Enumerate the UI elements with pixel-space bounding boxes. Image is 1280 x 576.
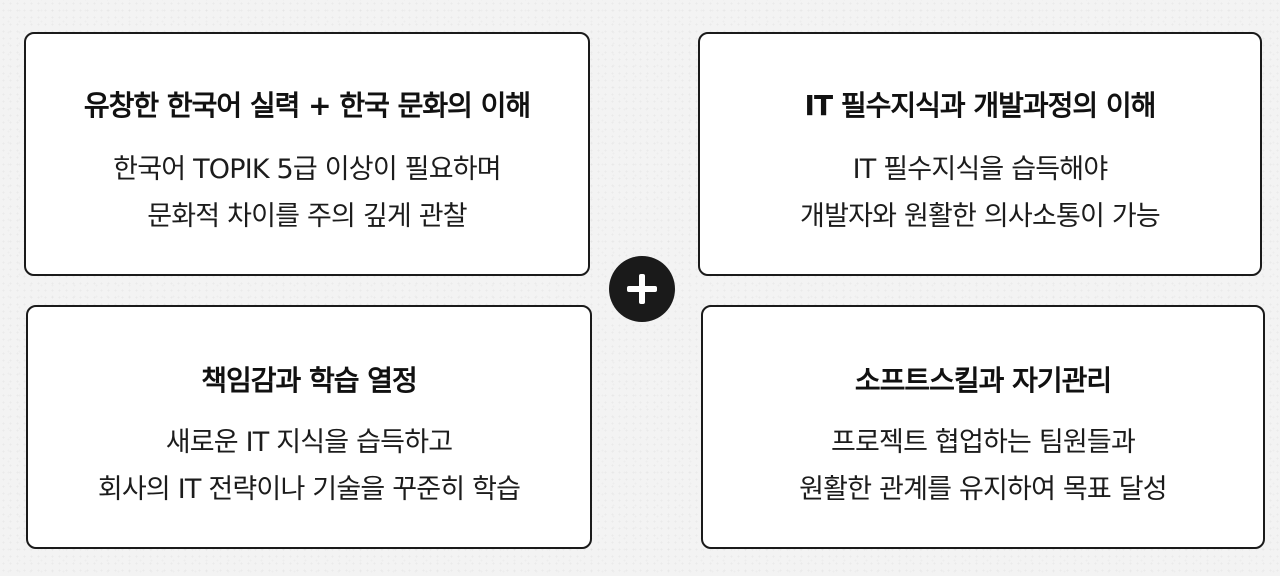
card-title: IT 필수지식과 개발과정의 이해: [804, 89, 1157, 122]
card-description-line: 원활한 관계를 유지하여 목표 달성: [799, 474, 1168, 505]
plus-icon-vertical-bar: [639, 274, 645, 304]
card-description-line: 새로운 IT 지식을 습득하고: [165, 427, 453, 458]
card-description-line: 한국어 TOPIK 5급 이상이 필요하며: [113, 154, 501, 185]
card-title: 소프트스킬과 자기관리: [854, 364, 1112, 397]
card-description-line: 회사의 IT 전략이나 기술을 꾸준히 학습: [97, 474, 521, 505]
card-title: 유창한 한국어 실력 + 한국 문화의 이해: [83, 89, 531, 122]
requirement-card-it-knowledge: IT 필수지식과 개발과정의 이해 IT 필수지식을 습득해야 개발자와 원활한…: [698, 32, 1262, 276]
requirement-card-responsibility: 책임감과 학습 열정 새로운 IT 지식을 습득하고 회사의 IT 전략이나 기…: [26, 305, 592, 549]
card-description-line: IT 필수지식을 습득해야: [852, 154, 1109, 185]
card-description-line: 프로젝트 협업하는 팀원들과: [830, 427, 1136, 458]
card-title: 책임감과 학습 열정: [201, 364, 418, 397]
card-description-line: 문화적 차이를 주의 깊게 관찰: [147, 201, 467, 232]
requirement-card-soft-skills: 소프트스킬과 자기관리 프로젝트 협업하는 팀원들과 원활한 관계를 유지하여 …: [701, 305, 1265, 549]
requirement-card-korean: 유창한 한국어 실력 + 한국 문화의 이해 한국어 TOPIK 5급 이상이 …: [24, 32, 590, 276]
card-description-line: 개발자와 원활한 의사소통이 가능: [800, 201, 1161, 232]
plus-icon: [609, 256, 675, 322]
